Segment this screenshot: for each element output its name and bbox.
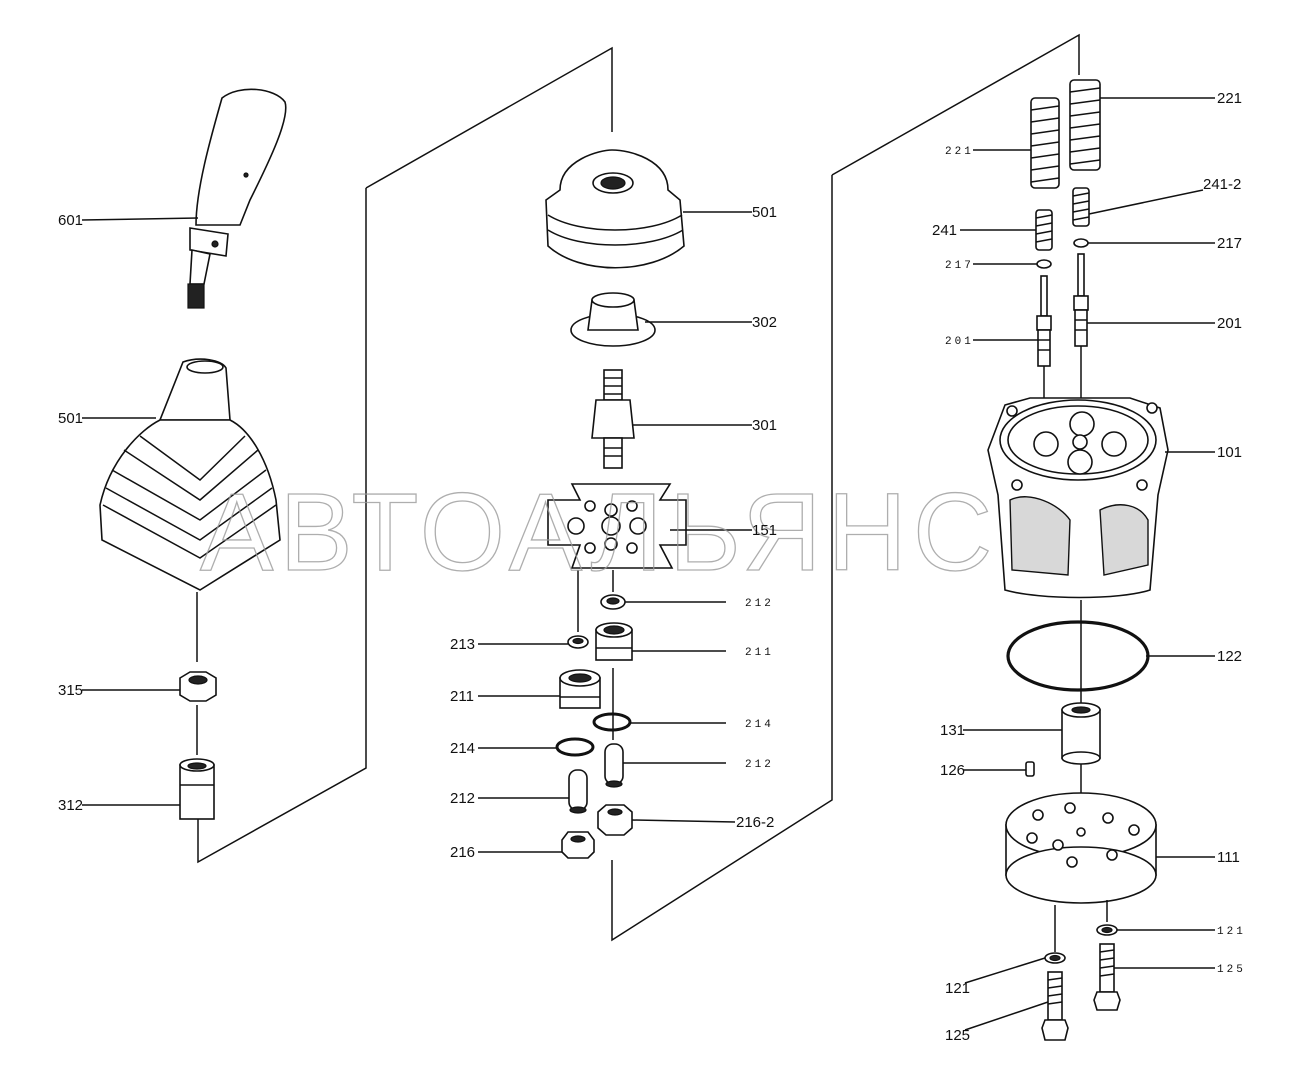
pin-126 (1025, 761, 1035, 777)
callout-221-left: 221 (945, 146, 974, 158)
callout-201-right: 201 (1217, 315, 1242, 332)
washer-217-right (1073, 238, 1089, 248)
nut-216 (561, 831, 595, 859)
spring-221-right (1069, 79, 1101, 171)
watermark-text: АВТОАЛЬЯНС (200, 471, 998, 594)
callout-301: 301 (752, 417, 777, 434)
callout-217-right: 217 (1217, 235, 1242, 252)
callout-125-left: 125 (945, 1027, 970, 1044)
callout-241-2: 241-2 (1203, 176, 1241, 193)
left-panel-outline-lower (197, 188, 367, 864)
callout-214-b: 214 (745, 719, 774, 731)
callout-211-b: 211 (450, 688, 474, 705)
callout-212-a: 212 (745, 598, 774, 610)
callout-121-right: 121 (1217, 926, 1246, 938)
callout-111: 111 (1217, 849, 1240, 866)
coupling-312 (179, 758, 215, 820)
plunger-201-left (1036, 275, 1052, 367)
callout-302: 302 (752, 314, 777, 331)
callout-211-a: 211 (745, 647, 774, 659)
callout-601: 601 (58, 212, 83, 229)
plate-111 (1005, 792, 1157, 904)
plate-302 (570, 292, 656, 347)
callout-216: 216 (450, 844, 475, 861)
callout-241: 241 (932, 222, 957, 239)
leader-lines (81, 97, 1215, 1031)
bolt-125-right (1093, 943, 1121, 1011)
callout-212-c: 212 (450, 790, 475, 807)
callout-126: 126 (940, 762, 965, 779)
housing-101 (987, 397, 1169, 599)
spring-241 (1035, 209, 1053, 251)
boot-501-mid (545, 149, 685, 269)
handle-grip-601 (187, 88, 287, 309)
washer-121-right (1096, 924, 1118, 936)
spring-221-left (1030, 97, 1060, 189)
ring-213 (567, 635, 589, 649)
washer-121-left (1044, 952, 1066, 964)
callout-214-a: 214 (450, 740, 475, 757)
joint-301 (591, 369, 635, 469)
callout-201-left: 201 (945, 336, 974, 348)
plunger-201-right (1073, 253, 1089, 347)
spring-241-2 (1072, 187, 1090, 227)
callout-315: 315 (58, 682, 83, 699)
callout-216-2: 216-2 (736, 814, 774, 831)
bushing-131 (1061, 702, 1101, 765)
callout-312: 312 (58, 797, 83, 814)
oring-214-a (555, 737, 595, 757)
seal-212-a (600, 594, 626, 610)
callout-122: 122 (1217, 648, 1242, 665)
washer-217-left (1036, 259, 1052, 269)
callout-212-b: 212 (745, 759, 774, 771)
left-panel-outline (365, 46, 613, 189)
callout-501-left: 501 (58, 410, 83, 427)
nut-315 (179, 671, 217, 702)
oring-214-b (592, 712, 632, 732)
callout-125-right: 125 (1217, 964, 1246, 976)
pin-212-b (604, 743, 624, 788)
callout-221-right: 221 (1217, 90, 1242, 107)
callout-121-left: 121 (945, 980, 970, 997)
plate-151 (547, 483, 687, 569)
seal-211-a (595, 622, 633, 661)
nut-216-2 (597, 804, 633, 836)
callout-213: 213 (450, 636, 475, 653)
right-panel-outline-lower (611, 175, 833, 942)
callout-101: 101 (1217, 444, 1242, 461)
callout-151: 151 (752, 522, 777, 539)
right-panel-outline (831, 33, 1080, 176)
oring-122 (1006, 620, 1150, 692)
callout-501-mid: 501 (752, 204, 777, 221)
boot-501-left (99, 358, 281, 591)
callout-217-left: 217 (945, 260, 974, 272)
pin-212-c (568, 769, 588, 814)
callout-131: 131 (940, 722, 965, 739)
bolt-125-left (1041, 971, 1069, 1041)
seal-211-b (559, 669, 601, 709)
